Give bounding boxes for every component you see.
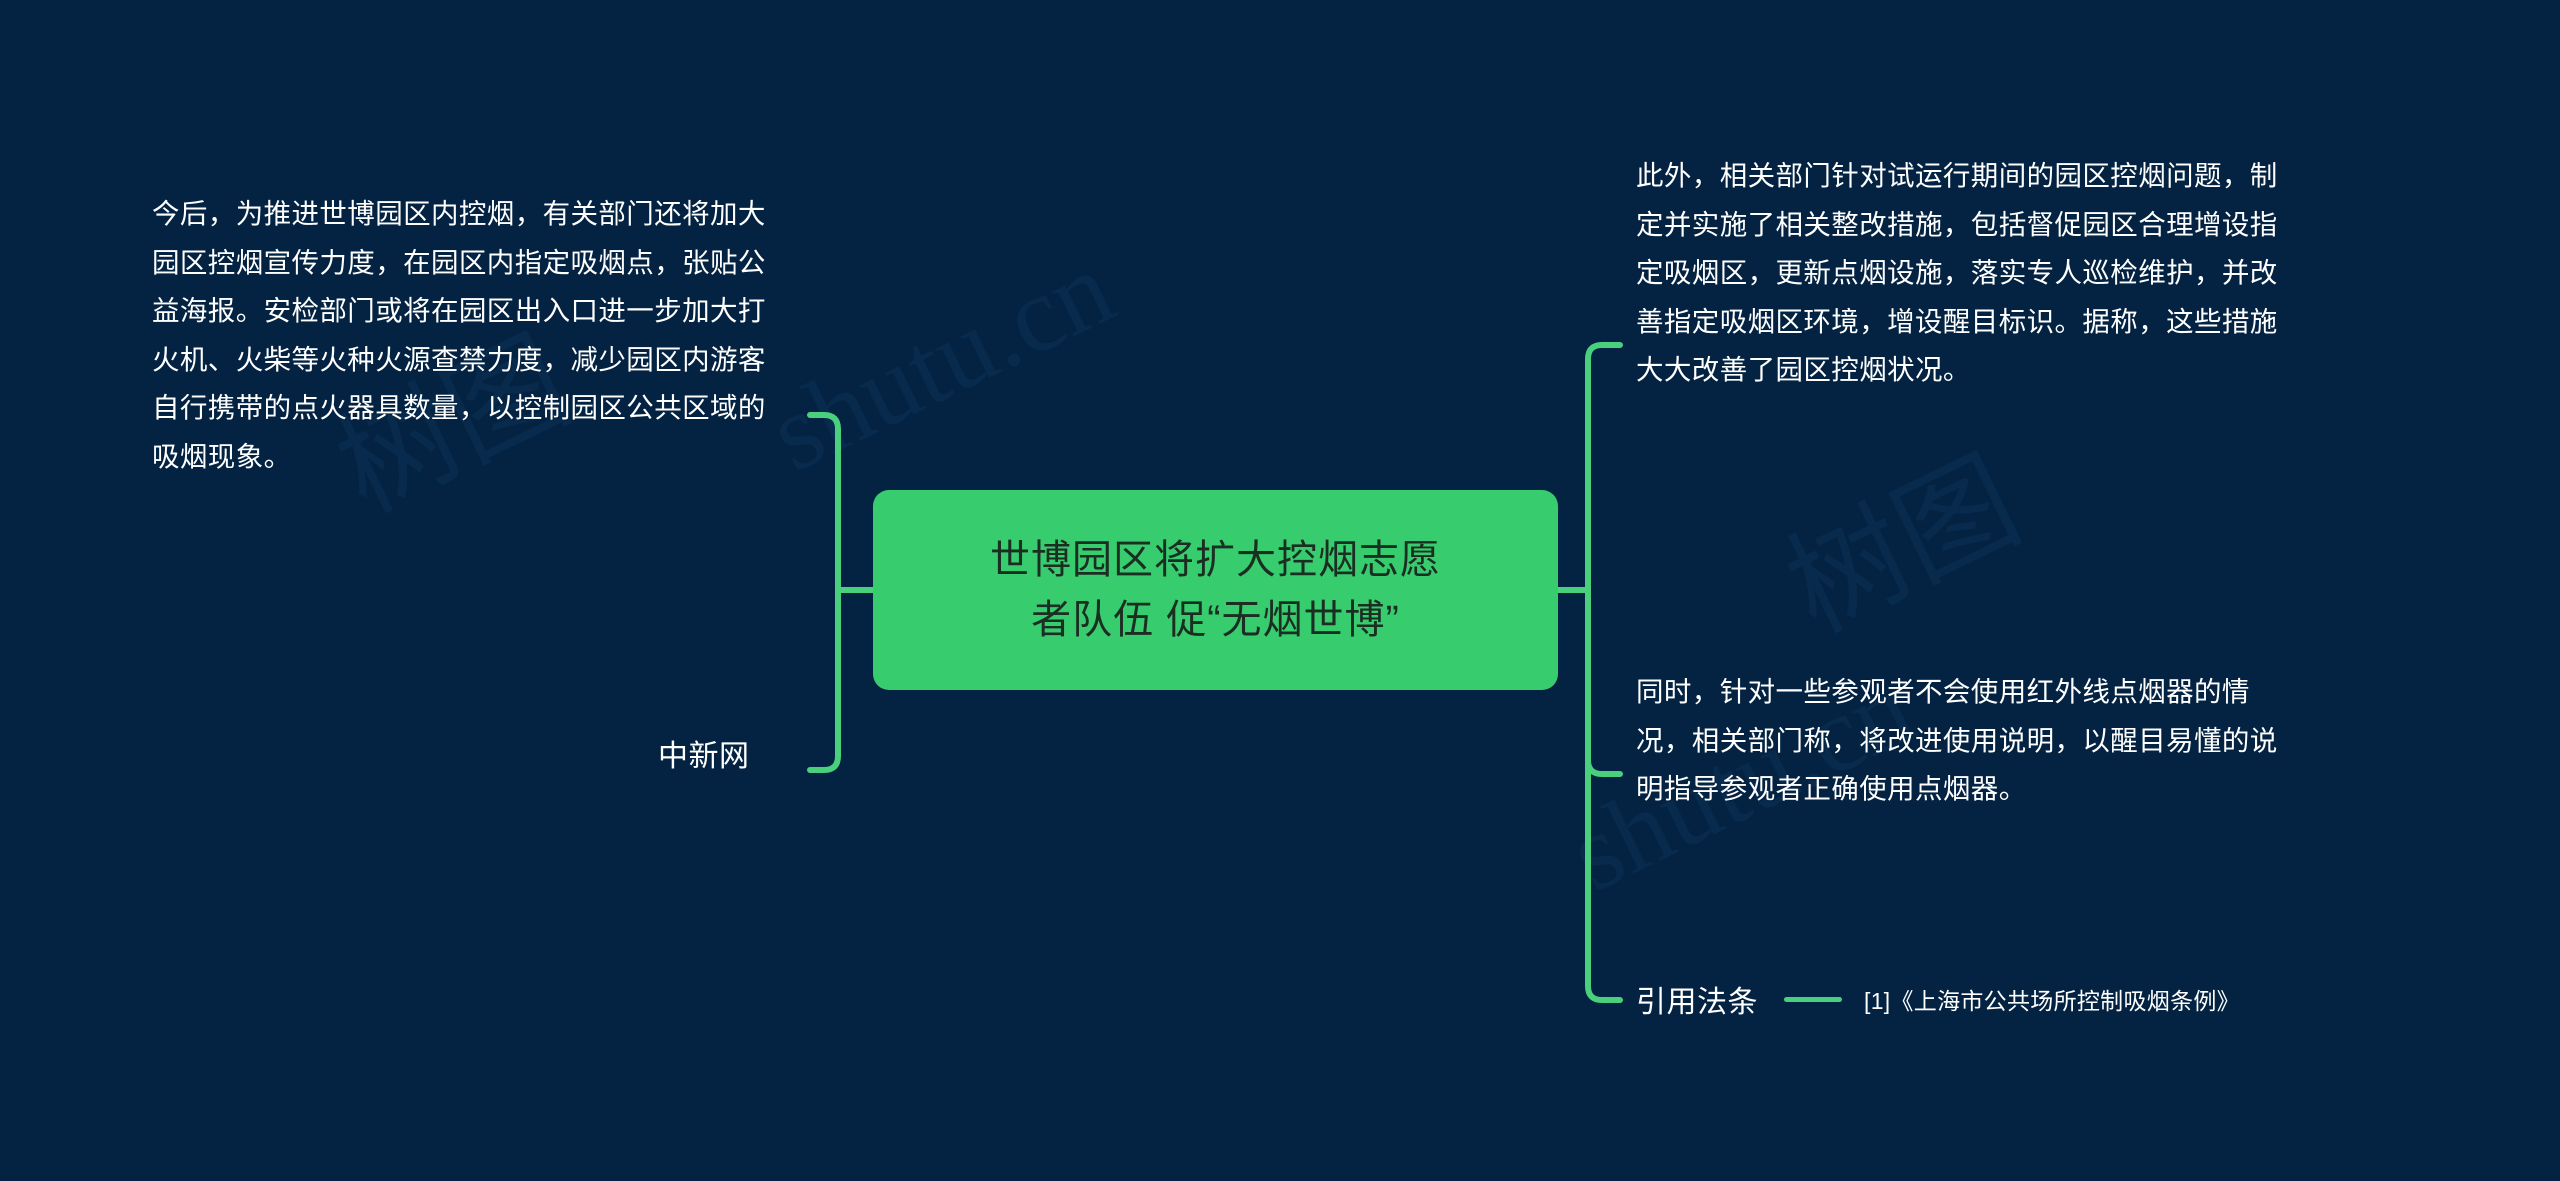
- connector-right-middle-branch: [1585, 757, 1623, 777]
- citation-dash-icon: [1784, 996, 1842, 1002]
- connector-left-bracket: [807, 412, 841, 773]
- citation-row: 引用法条 [1]《上海市公共场所控制吸烟条例》: [1636, 977, 2240, 1021]
- citation-label: 引用法条: [1636, 986, 1758, 1019]
- connector-right-bracket: [1585, 342, 1623, 1003]
- branch-right-top-text: 此外，相关部门针对试运行期间的园区控烟问题，制定并实施了相关整改措施，包括督促园…: [1636, 160, 2278, 385]
- branch-right-middle-text: 同时，针对一些参观者不会使用红外线点烟器的情况，相关部门称，将改进使用说明，以醒…: [1636, 676, 2278, 804]
- central-node[interactable]: 世博园区将扩大控烟志愿 者队伍 促“无烟世博”: [873, 490, 1558, 690]
- central-node-label: 世博园区将扩大控烟志愿 者队伍 促“无烟世博”: [990, 538, 1441, 642]
- source-label: 中新网: [658, 740, 750, 773]
- citation-reference: [1]《上海市公共场所控制吸烟条例》: [1864, 988, 2240, 1014]
- watermark-text: 树图: [1768, 435, 2039, 657]
- branch-left-text: 今后，为推进世博园区内控烟，有关部门还将加大园区控烟宣传力度，在园区内指定吸烟点…: [152, 198, 766, 472]
- watermark-text: shutu.cn: [752, 228, 1131, 495]
